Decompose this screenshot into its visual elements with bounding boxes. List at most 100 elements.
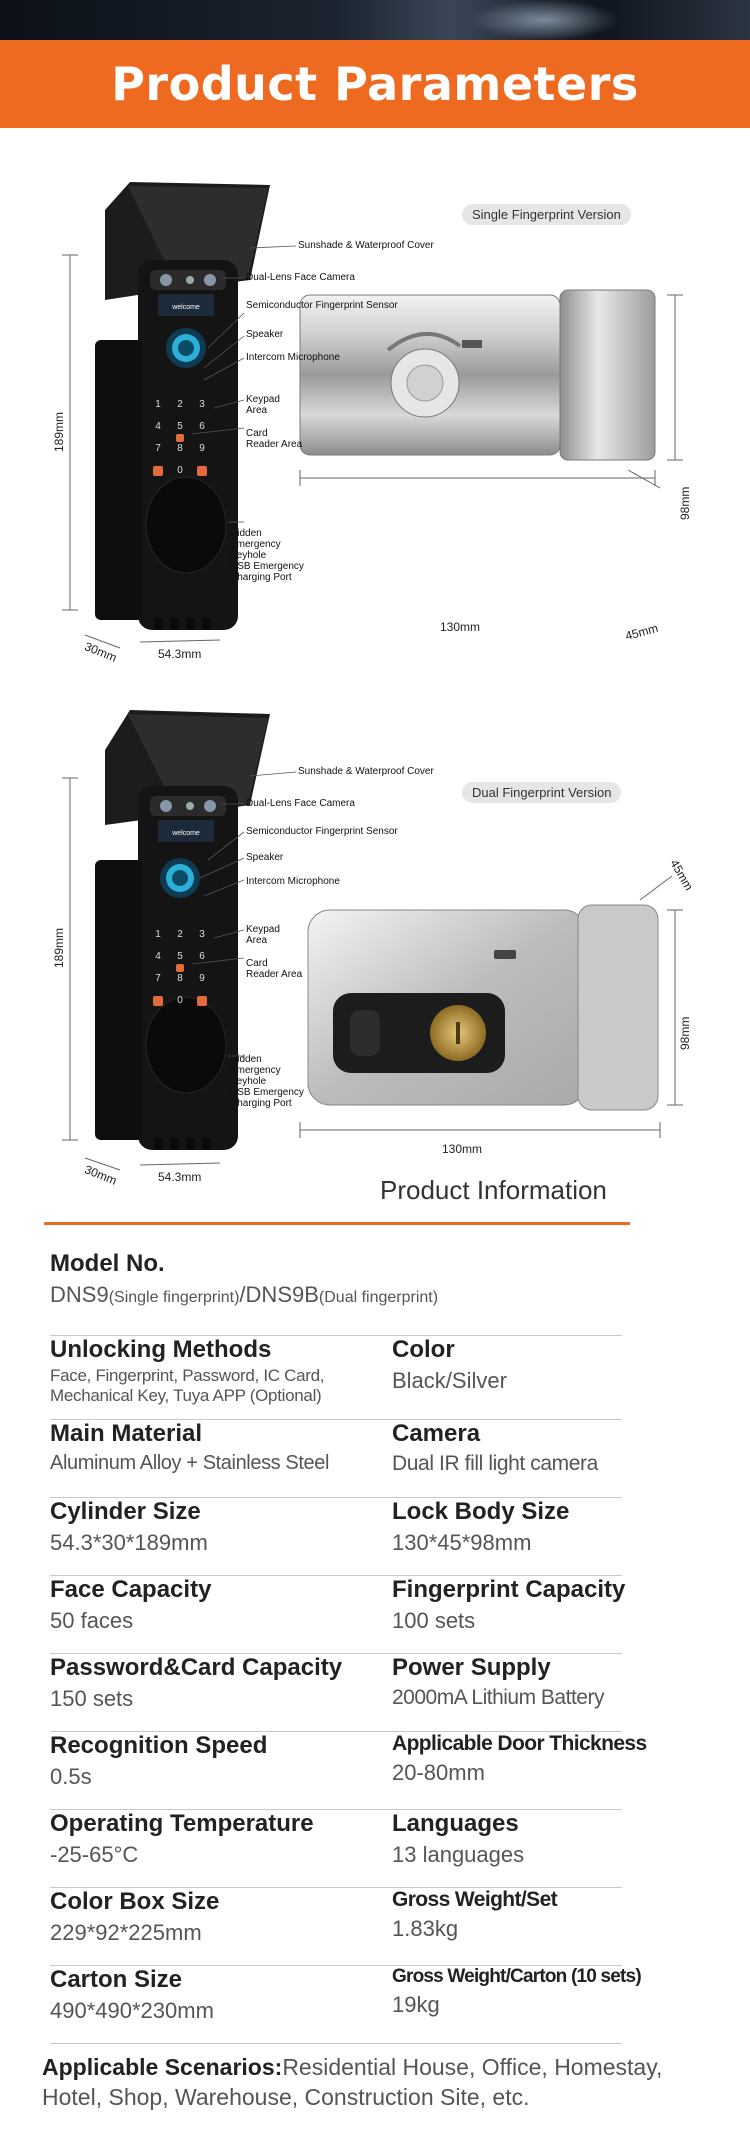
keypad-key: 3 <box>199 399 205 410</box>
spec-value: 20-80mm <box>392 1760 485 1785</box>
spec-value: -25-65°C <box>50 1842 139 1867</box>
dim-lock-width: 130mm <box>440 620 481 634</box>
callout-fingerprint-sensor: Semiconductor Fingerprint Sensor <box>246 300 398 311</box>
keypad-key: 7 <box>155 973 161 984</box>
spec-label: Password&Card Capacity <box>50 1654 343 1681</box>
product-figure-single: 1 2 3 4 5 6 7 8 9 0 welcome Single Finge… <box>0 170 750 680</box>
spec-label: Lock Body Size <box>392 1498 570 1525</box>
product-figure-dual: 1 2 3 4 5 6 7 8 9 0 welcome Dual Fingerp… <box>0 700 750 1200</box>
screen-welcome-text: welcome <box>171 304 200 311</box>
spec-label: Face Capacity <box>50 1576 212 1603</box>
spec-label: Color <box>392 1336 455 1363</box>
model-label: Model No. <box>50 1250 165 1277</box>
spec-label: Main Material <box>50 1420 203 1447</box>
spec-value: 130*45*98mm <box>392 1530 532 1555</box>
lock-illustration: 1 2 3 4 5 6 7 8 9 0 welcome <box>62 710 683 1171</box>
keypad-key: 7 <box>155 443 161 454</box>
scenarios-value: Residential House, Office, Homestay, Hot… <box>42 2054 663 2110</box>
dim-height: 189mm <box>52 927 66 968</box>
spec-label: Gross Weight/Set <box>392 1888 558 1911</box>
spec-value: 54.3*30*189mm <box>50 1530 208 1555</box>
dim-lock-height: 98mm <box>678 1016 692 1050</box>
callout-camera: Dual-Lens Face Camera <box>246 798 355 809</box>
dim-lock-height: 98mm <box>678 486 692 520</box>
spec-value: Face, Fingerprint, Password, IC Card, Me… <box>50 1366 325 1405</box>
product-info-title: Product Information <box>380 1175 607 1205</box>
spec-label: Unlocking Methods <box>50 1336 272 1363</box>
header-photo-strip <box>0 0 750 40</box>
spec-value: 150 sets <box>50 1686 134 1711</box>
model-value: DNS9(Single fingerprint)/DNS9B(Dual fing… <box>50 1282 439 1307</box>
callout-keypad: Keypad Area <box>246 394 280 416</box>
keypad-key: 4 <box>155 951 161 962</box>
keypad-key: 3 <box>199 929 205 940</box>
page-title: Product Parameters <box>111 57 639 111</box>
keypad-key: 6 <box>199 951 205 962</box>
callout-sunshade: Sunshade & Waterproof Cover <box>298 240 434 251</box>
keypad-key: 6 <box>199 421 205 432</box>
spec-value: 1.83kg <box>392 1916 459 1941</box>
keypad-key: 2 <box>177 399 183 410</box>
callout-camera: Dual-Lens Face Camera <box>246 272 355 283</box>
applicable-scenarios: Applicable Scenarios:Residential House, … <box>42 2052 722 2112</box>
scenarios-label: Applicable Scenarios: <box>42 2054 283 2080</box>
keypad-key: 4 <box>155 421 161 432</box>
title-banner: Product Parameters <box>0 40 750 128</box>
callout-speaker: Speaker <box>246 329 284 340</box>
spec-value: Black/Silver <box>392 1368 507 1393</box>
dim-width: 54.3mm <box>158 1170 202 1184</box>
spec-label: Cylinder Size <box>50 1498 201 1525</box>
spec-label: Recognition Speed <box>50 1732 268 1759</box>
spec-value: 100 sets <box>392 1608 476 1633</box>
title-divider <box>44 1222 630 1225</box>
spec-row: Password&Card Capacity 150 sets Power Sup… <box>50 1654 622 1732</box>
callout-sunshade: Sunshade & Waterproof Cover <box>298 766 434 777</box>
spec-row: Cylinder Size 54.3*30*189mm Lock Body Siz… <box>50 1498 622 1576</box>
keypad-key: 5 <box>177 421 183 432</box>
spec-row: Face Capacity 50 faces Fingerprint Capaci… <box>50 1576 625 1654</box>
keypad-key: 0 <box>177 995 183 1006</box>
keypad-key: 2 <box>177 929 183 940</box>
callout-card-reader: Card Reader Area <box>246 958 303 980</box>
spec-value: 2000mA Lithium Battery <box>392 1686 604 1709</box>
spec-value: Dual IR fill light camera <box>392 1452 598 1475</box>
callout-speaker: Speaker <box>246 852 284 863</box>
spec-label: Power Supply <box>392 1654 551 1681</box>
callout-card-reader: Card Reader Area <box>246 428 303 450</box>
spec-value: 229*92*225mm <box>50 1920 202 1945</box>
keypad-key: 8 <box>177 973 183 984</box>
keypad-key: 0 <box>177 465 183 476</box>
spec-value: 50 faces <box>50 1608 134 1633</box>
spec-value: 490*490*230mm <box>50 1998 214 2023</box>
spec-label: Applicable Door Thickness <box>392 1732 647 1755</box>
screen-welcome-text: welcome <box>171 830 200 837</box>
callout-emergency: Hidden Emergency Keyhole USB Emergency C… <box>230 1054 304 1109</box>
spec-value: Aluminum Alloy + Stainless Steel <box>50 1452 330 1474</box>
callout-microphone: Intercom Microphone <box>246 352 340 363</box>
callout-emergency: Hidden Emergency Keyhole USB Emergency C… <box>230 528 304 583</box>
keypad-key: 1 <box>155 929 161 940</box>
spec-value: 19kg <box>392 1992 440 2017</box>
spec-value: 13 languages <box>392 1842 525 1867</box>
spec-label: Carton Size <box>50 1966 183 1993</box>
callout-keypad: Keypad Area <box>246 924 280 946</box>
spec-label: Operating Temperature <box>50 1810 314 1837</box>
dim-width: 54.3mm <box>158 647 202 661</box>
version-tag: Dual Fingerprint Version <box>462 782 622 803</box>
callout-microphone: Intercom Microphone <box>246 876 340 887</box>
spec-label: Fingerprint Capacity <box>392 1576 626 1603</box>
keypad-key: 5 <box>177 951 183 962</box>
callout-fingerprint-sensor: Semiconductor Fingerprint Sensor <box>246 826 398 837</box>
dim-height: 189mm <box>52 411 66 452</box>
spec-row: Carton Size 490*490*230mm Gross Weight/Ca… <box>50 1966 642 2044</box>
spec-label: Gross Weight/Carton (10 sets) <box>392 1966 642 1987</box>
keypad-key: 8 <box>177 443 183 454</box>
keypad-key: 9 <box>199 443 205 454</box>
version-tag: Single Fingerprint Version <box>462 204 631 225</box>
spec-row-model: Model No. DNS9(Single fingerprint)/DNS9B… <box>50 1250 622 1336</box>
